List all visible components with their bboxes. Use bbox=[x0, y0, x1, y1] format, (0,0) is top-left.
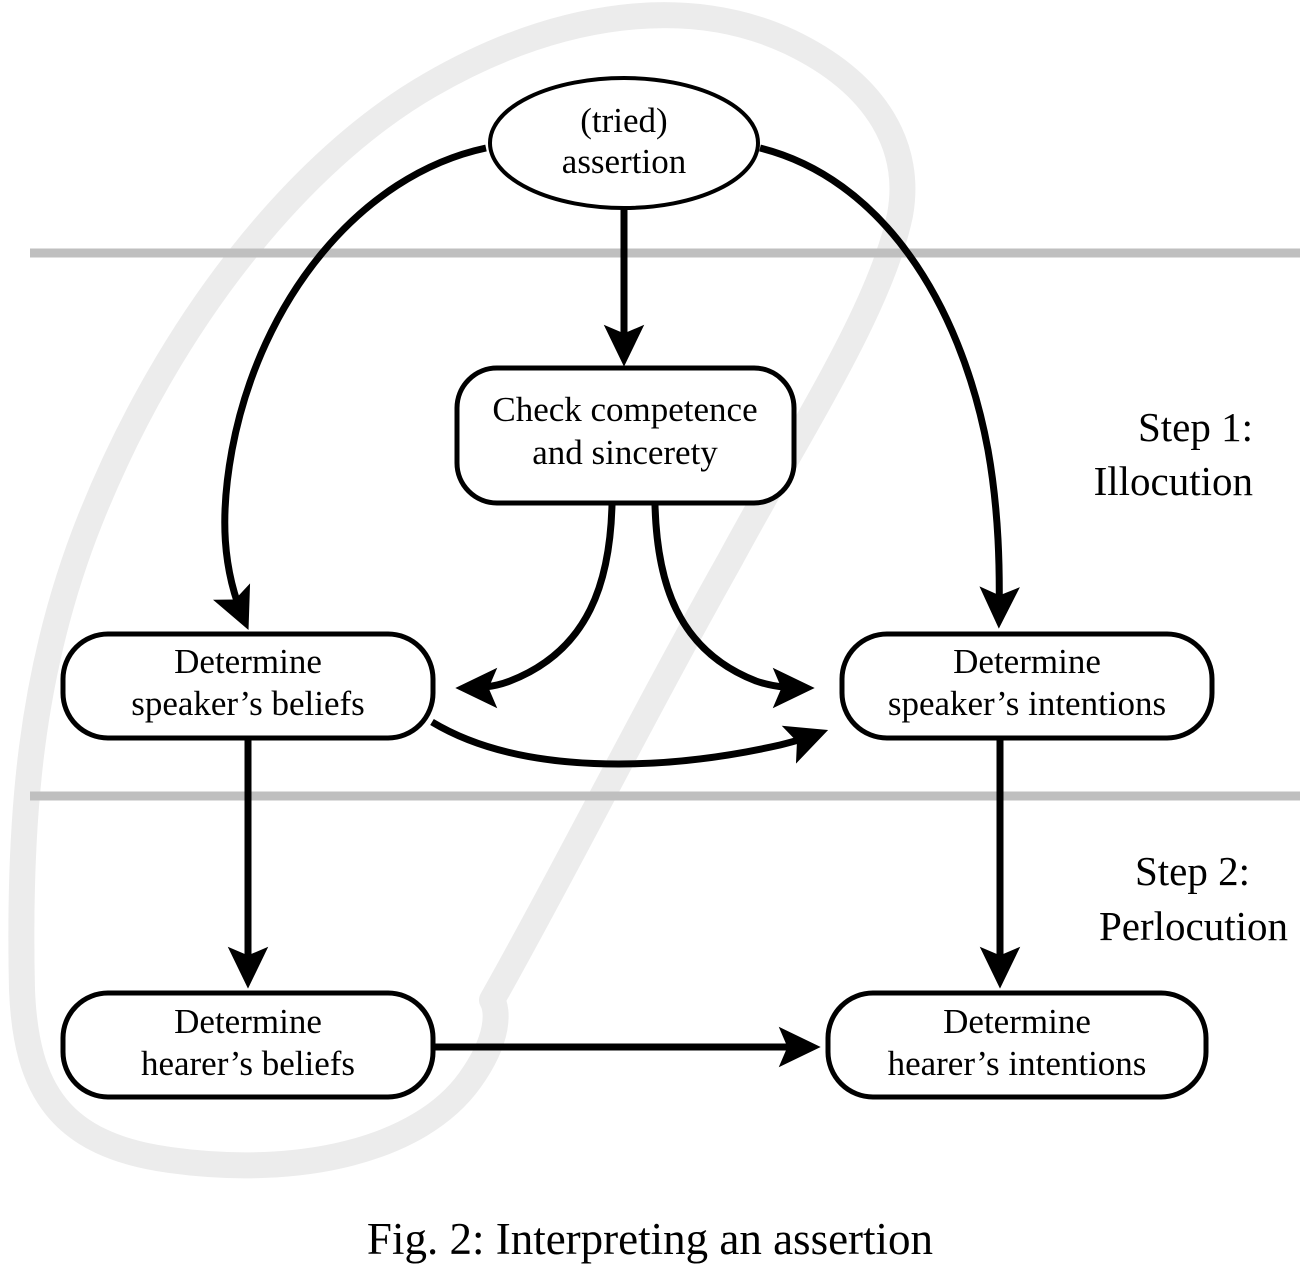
edge-assertion-to-speaker-intentions bbox=[759, 144, 1020, 629]
node-check-competence[interactable]: Check competence and sincerety bbox=[454, 365, 797, 506]
speaker-intentions-label-line1: Determine bbox=[953, 642, 1101, 681]
speaker-intentions-label-line2: speaker’s intentions bbox=[888, 684, 1166, 723]
step-2-label-line1: Step 2: bbox=[1135, 848, 1250, 894]
hearer-beliefs-label-line2: hearer’s beliefs bbox=[141, 1044, 355, 1083]
hearer-intentions-box bbox=[825, 990, 1209, 1100]
edges-group bbox=[213, 144, 1021, 1068]
check-competence-box bbox=[454, 365, 797, 506]
node-hearer-beliefs[interactable]: Determine hearer’s beliefs bbox=[60, 990, 436, 1100]
hearer-intentions-label-line1: Determine bbox=[943, 1002, 1091, 1041]
edge-speaker-beliefs-to-speaker-intentions bbox=[430, 719, 829, 768]
node-speaker-intentions[interactable]: Determine speaker’s intentions bbox=[839, 631, 1215, 741]
check-competence-label-line1: Check competence bbox=[492, 390, 757, 429]
assertion-label-line2: assertion bbox=[562, 142, 686, 181]
edge-check-to-speaker-intentions bbox=[651, 504, 815, 709]
node-hearer-intentions[interactable]: Determine hearer’s intentions bbox=[825, 990, 1209, 1100]
speaker-intentions-box bbox=[839, 631, 1215, 741]
hearer-beliefs-box bbox=[60, 990, 436, 1100]
step-2-label-line2: Perlocution bbox=[1099, 903, 1288, 949]
step-1-label-line1: Step 1: bbox=[1138, 404, 1253, 450]
assertion-ellipse bbox=[488, 76, 760, 210]
step-2-annotation: Step 2: Perlocution bbox=[1099, 848, 1288, 949]
node-assertion[interactable]: (tried) assertion bbox=[488, 76, 760, 210]
figure-caption: Fig. 2: Interpreting an assertion bbox=[367, 1214, 933, 1264]
edge-check-to-speaker-beliefs bbox=[455, 504, 616, 709]
assertion-label-line1: (tried) bbox=[580, 101, 667, 140]
step-1-annotation: Step 1: Illocution bbox=[1094, 404, 1253, 504]
hearer-intentions-label-line2: hearer’s intentions bbox=[888, 1044, 1147, 1083]
speaker-beliefs-label-line1: Determine bbox=[174, 642, 322, 681]
node-speaker-beliefs[interactable]: Determine speaker’s beliefs bbox=[60, 631, 436, 741]
hearer-beliefs-label-line1: Determine bbox=[174, 1002, 322, 1041]
speaker-beliefs-label-line2: speaker’s beliefs bbox=[131, 684, 365, 723]
step-1-label-line2: Illocution bbox=[1094, 458, 1253, 504]
speaker-beliefs-box bbox=[60, 631, 436, 741]
edge-assertion-to-speaker-beliefs bbox=[213, 144, 487, 630]
check-competence-label-line2: and sincerety bbox=[532, 433, 718, 472]
